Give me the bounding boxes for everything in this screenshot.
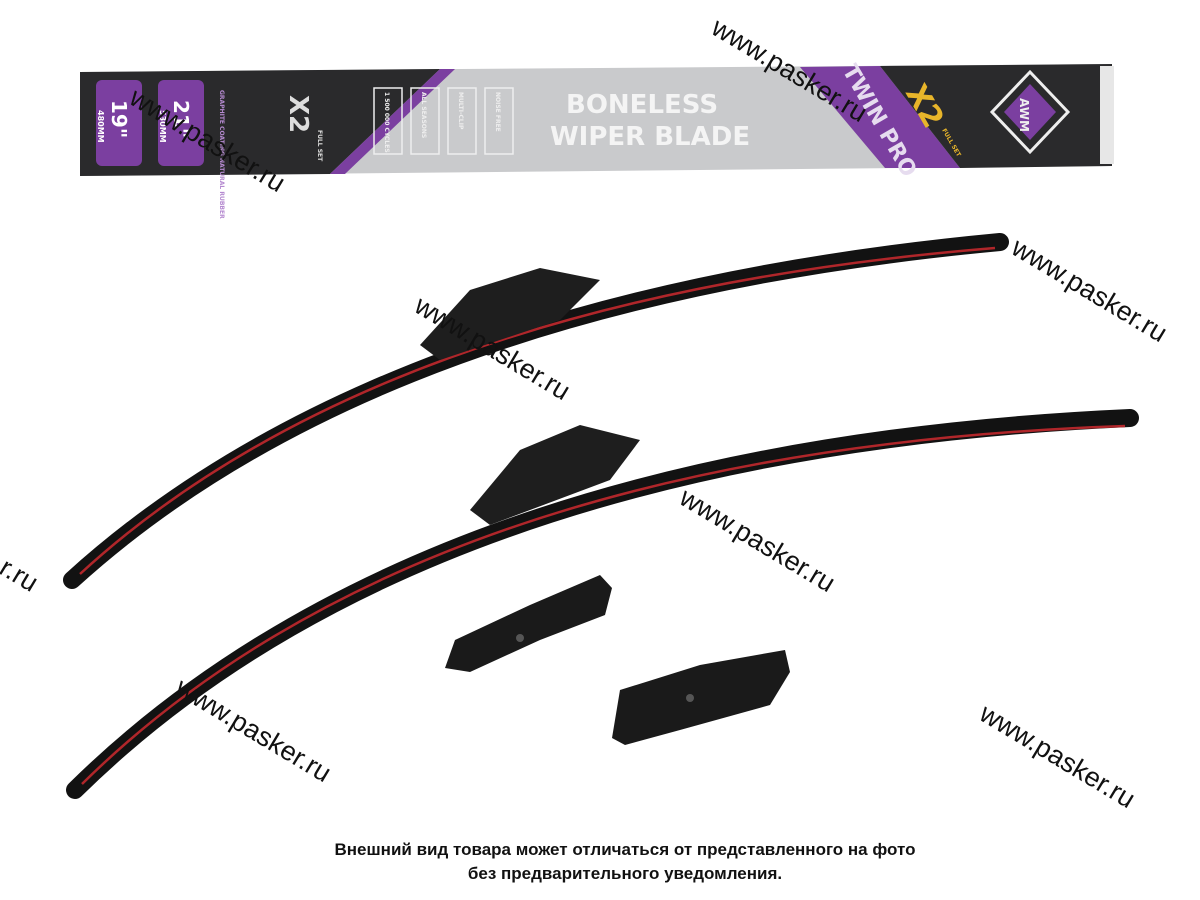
- package-title-line2: WIPER BLADE: [550, 122, 750, 152]
- package-full-set-left: FULL SET: [316, 130, 323, 162]
- package-size2-mm: 530MM: [158, 110, 167, 143]
- wiper-package: 19" 480MM 21" 530MM GRAPHITE COATING NAT…: [80, 61, 1114, 219]
- awm-logo: AWM: [989, 69, 1071, 155]
- package-size1-mm: 480MM: [96, 110, 105, 143]
- adapter-clip-1: [445, 575, 612, 672]
- package-material: GRAPHITE COATING NATURAL RUBBER: [218, 90, 225, 219]
- package-size2: 21": [169, 100, 193, 138]
- wiper-blade-long: [66, 409, 1139, 799]
- feature-noise: NOISE FREE: [494, 92, 501, 132]
- package-size1: 19": [107, 100, 131, 138]
- feature-multiclip: MULTI-CLIP: [457, 92, 464, 130]
- svg-text:AWM: AWM: [1017, 98, 1031, 132]
- disclaimer-line2: без предварительного уведомления.: [467, 864, 783, 883]
- package-title-line1: BONELESS: [566, 90, 718, 120]
- wiper-blade-short: [63, 233, 1009, 589]
- disclaimer-line1: Внешний вид товара может отличаться от п…: [334, 840, 916, 859]
- feature-seasons: ALL SEASONS: [420, 92, 427, 138]
- adapter-clip-2: [612, 650, 790, 745]
- package-x2-left: X2: [283, 95, 313, 133]
- feature-cycles: 1 500 000 CYCLES: [383, 92, 390, 153]
